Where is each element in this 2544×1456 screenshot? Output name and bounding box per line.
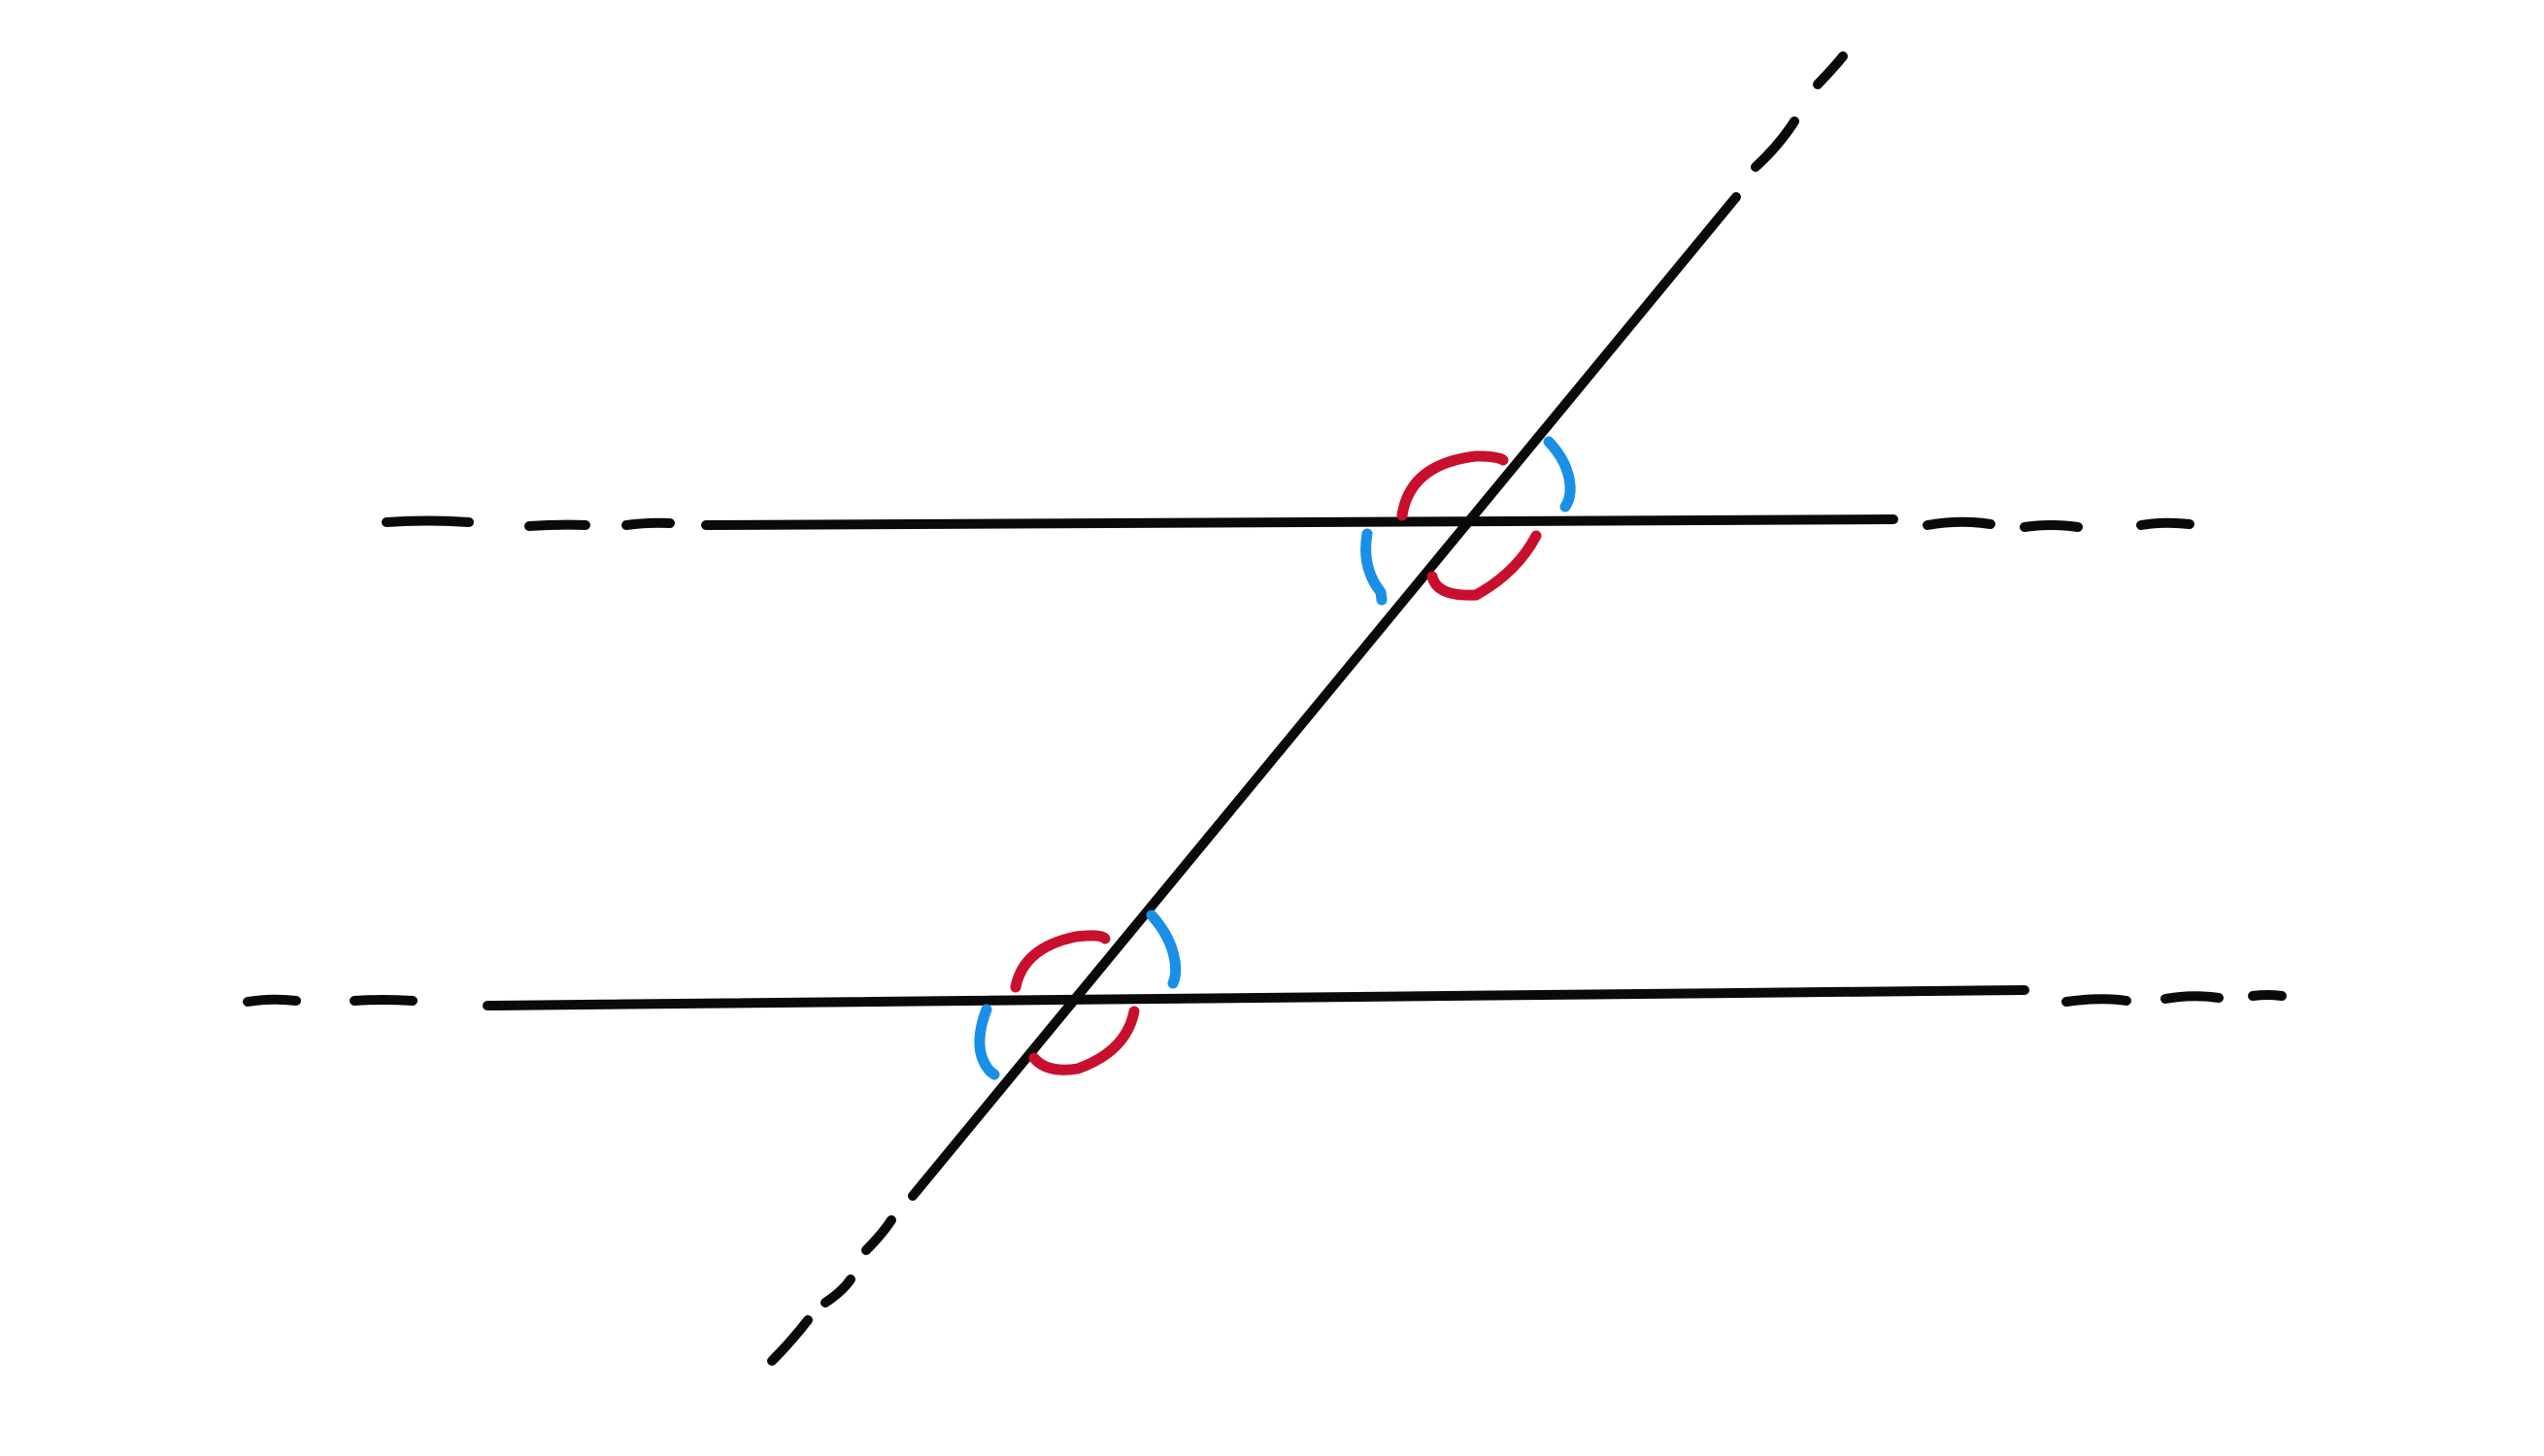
lower-intersection-angle-marks [974, 910, 1182, 1080]
upper-line-dash [621, 517, 675, 530]
transversal-dash [861, 1215, 896, 1255]
upper-line-dash [1923, 516, 1995, 530]
lower-parallel-line [243, 985, 2287, 1010]
transversal-solid [908, 192, 1741, 1201]
upper-line-dash [382, 515, 474, 527]
upper-bottom-left-acute-arc [1360, 528, 1388, 606]
lower-bottom-left-acute-arc [974, 1004, 1000, 1080]
lower-line-solid [483, 985, 2029, 1010]
lower-line-dash [2248, 990, 2287, 1001]
upper-line-dash [2020, 520, 2083, 532]
lower-line-dash [243, 994, 301, 1007]
transversal-dash [1751, 116, 1799, 172]
upper-line-dash [524, 519, 590, 531]
lower-top-right-acute-arc [1146, 910, 1182, 989]
transversal-line [767, 51, 1848, 1366]
transversal-dash [820, 1274, 855, 1307]
upper-line-solid [701, 514, 1898, 530]
lower-line-dash [2061, 994, 2131, 1007]
transversal-dash [767, 1315, 813, 1366]
upper-line-dash [2136, 517, 2194, 530]
lower-line-dash [2160, 991, 2224, 1004]
upper-parallel-line [382, 514, 2194, 532]
upper-bottom-right-obtuse-arc [1426, 530, 1542, 601]
lower-top-left-obtuse-arc [1010, 930, 1111, 993]
upper-top-left-obtuse-arc [1396, 450, 1509, 521]
upper-top-right-acute-arc [1543, 436, 1576, 513]
transversal-dash [1813, 51, 1848, 89]
upper-intersection-angle-marks [1360, 436, 1576, 606]
lower-bottom-right-obtuse-arc [1028, 1006, 1140, 1075]
lower-line-dash [350, 995, 418, 1006]
